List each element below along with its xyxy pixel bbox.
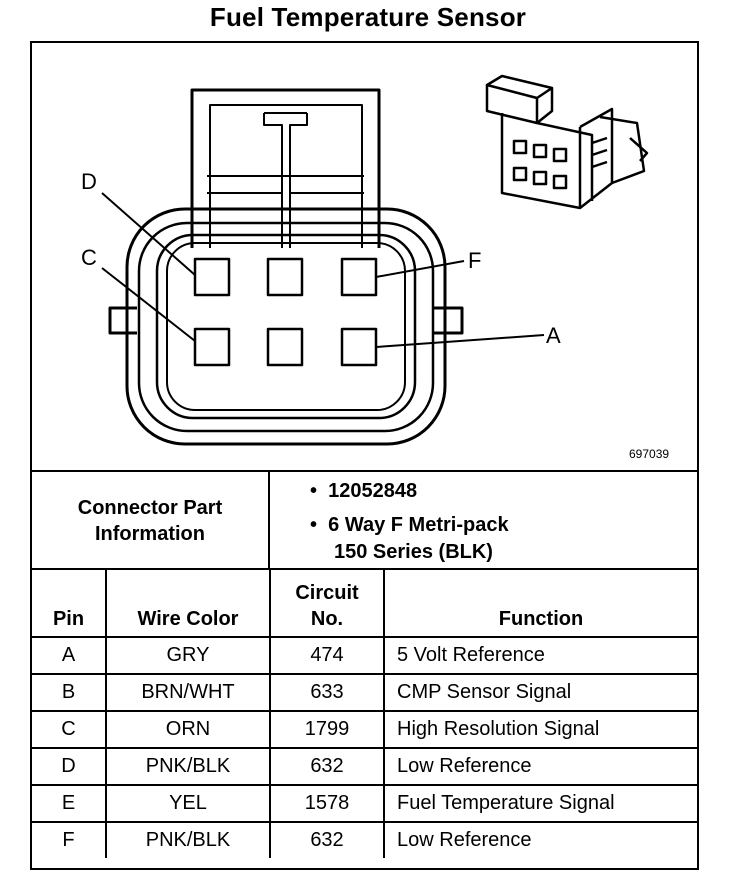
leader-C	[101, 267, 196, 342]
connector-cavity	[166, 242, 406, 411]
table-header-row: Pin Wire Color Circuit No. Function	[32, 568, 697, 638]
cavity-C	[193, 327, 231, 367]
info-label-line2: Information	[95, 523, 205, 545]
connector-desc-1: 6 Way F Metri-pack	[328, 514, 509, 536]
cell-function: Fuel Temperature Signal	[383, 784, 697, 823]
connector-body-outer	[125, 207, 447, 446]
table-row: E YEL 1578 Fuel Temperature Signal	[32, 784, 697, 823]
info-label-line1: Connector Part	[77, 497, 223, 519]
cell-pin: A	[32, 636, 107, 675]
connector-diagram: D C F A 697039	[32, 43, 697, 470]
table-row: D PNK/BLK 632 Low Reference	[32, 747, 697, 786]
cell-pin: C	[32, 710, 107, 749]
cell-circuit: 632	[269, 821, 385, 858]
cavity-F	[340, 257, 378, 297]
header-circuit-line2: No.	[310, 608, 344, 630]
cell-pin: D	[32, 747, 107, 786]
table-row: A GRY 474 5 Volt Reference	[32, 636, 697, 675]
header-circuit: Circuit No.	[269, 568, 385, 638]
header-circuit-line1: Circuit	[295, 582, 359, 604]
figure-id: 697039	[629, 447, 670, 461]
connector-face-drawing	[101, 74, 649, 446]
cell-wire-color: BRN/WHT	[105, 673, 271, 712]
page-title: Fuel Temperature Sensor	[209, 2, 527, 32]
cell-pin: E	[32, 784, 107, 823]
cell-circuit: 1578	[269, 784, 385, 823]
leader-F	[375, 260, 465, 278]
pin-label-A: A	[546, 323, 561, 348]
cell-function: Low Reference	[383, 821, 697, 858]
connector-info-details: • 12052848 • 6 Way F Metri-pack 150 Seri…	[270, 472, 697, 570]
left-ear	[108, 306, 137, 335]
header-wire-color: Wire Color	[105, 568, 271, 638]
cell-pin: B	[32, 673, 107, 712]
pin-label-F: F	[468, 248, 482, 273]
cell-wire-color: YEL	[105, 784, 271, 823]
cell-circuit: 474	[269, 636, 385, 675]
cell-pin: F	[32, 821, 107, 858]
latch-outer	[190, 88, 381, 248]
cavity-A	[340, 327, 378, 367]
connector-part-info: Connector Part Information • 12052848 • …	[32, 470, 697, 570]
cell-wire-color: PNK/BLK	[105, 747, 271, 786]
cell-wire-color: GRY	[105, 636, 271, 675]
cavity-D	[193, 257, 231, 297]
table-row: F PNK/BLK 632 Low Reference	[32, 821, 697, 858]
pin-label-C: C	[81, 245, 97, 270]
connector-perspective-sketch	[485, 74, 649, 210]
leader-A	[375, 334, 545, 348]
right-ear	[434, 306, 464, 335]
part-number-line: • 12052848	[310, 480, 417, 503]
cell-function: High Resolution Signal	[383, 710, 697, 749]
cell-function: Low Reference	[383, 747, 697, 786]
leader-D	[101, 192, 196, 276]
bullet-icon: •	[310, 480, 318, 502]
cell-wire-color: ORN	[105, 710, 271, 749]
cavity-B	[266, 327, 304, 367]
cavity-E	[266, 257, 304, 297]
connector-body-inner	[155, 233, 417, 420]
pinout-table: Pin Wire Color Circuit No. Function A GR…	[32, 568, 697, 858]
connector-sheet: D C F A 697039 Connector Part Informatio…	[30, 41, 699, 870]
cell-function: 5 Volt Reference	[383, 636, 697, 675]
connector-body-seal	[137, 221, 435, 433]
connector-info-label: Connector Part Information	[32, 472, 270, 570]
cell-wire-color: PNK/BLK	[105, 821, 271, 858]
table-row: C ORN 1799 High Resolution Signal	[32, 710, 697, 749]
bullet-icon: •	[310, 514, 318, 536]
cell-circuit: 633	[269, 673, 385, 712]
cell-circuit: 632	[269, 747, 385, 786]
cell-circuit: 1799	[269, 710, 385, 749]
header-pin: Pin	[32, 568, 107, 638]
latch-slot	[207, 112, 364, 194]
header-function: Function	[383, 568, 697, 638]
connector-desc-line: • 6 Way F Metri-pack	[310, 514, 509, 537]
cell-function: CMP Sensor Signal	[383, 673, 697, 712]
pin-label-D: D	[81, 169, 97, 194]
table-row: B BRN/WHT 633 CMP Sensor Signal	[32, 673, 697, 712]
part-number: 12052848	[328, 480, 418, 502]
connector-desc-2: 150 Series (BLK)	[334, 541, 493, 563]
